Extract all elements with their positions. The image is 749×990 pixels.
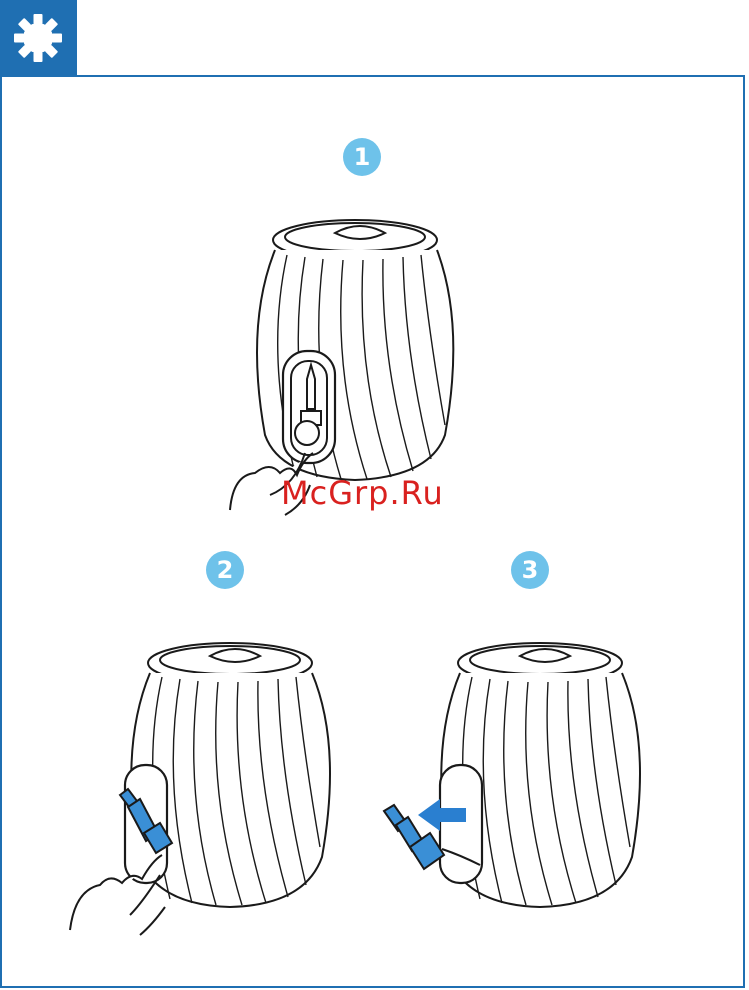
step-3-speaker-illustration bbox=[380, 635, 660, 935]
step-1-badge: 1 bbox=[343, 138, 381, 176]
step-3-badge: 3 bbox=[511, 551, 549, 589]
step-2-badge: 2 bbox=[206, 551, 244, 589]
step-2-speaker-illustration bbox=[70, 635, 340, 935]
gear-icon bbox=[0, 0, 77, 77]
section-header-tab bbox=[0, 0, 77, 77]
watermark-text: McGrp.Ru bbox=[281, 474, 444, 512]
